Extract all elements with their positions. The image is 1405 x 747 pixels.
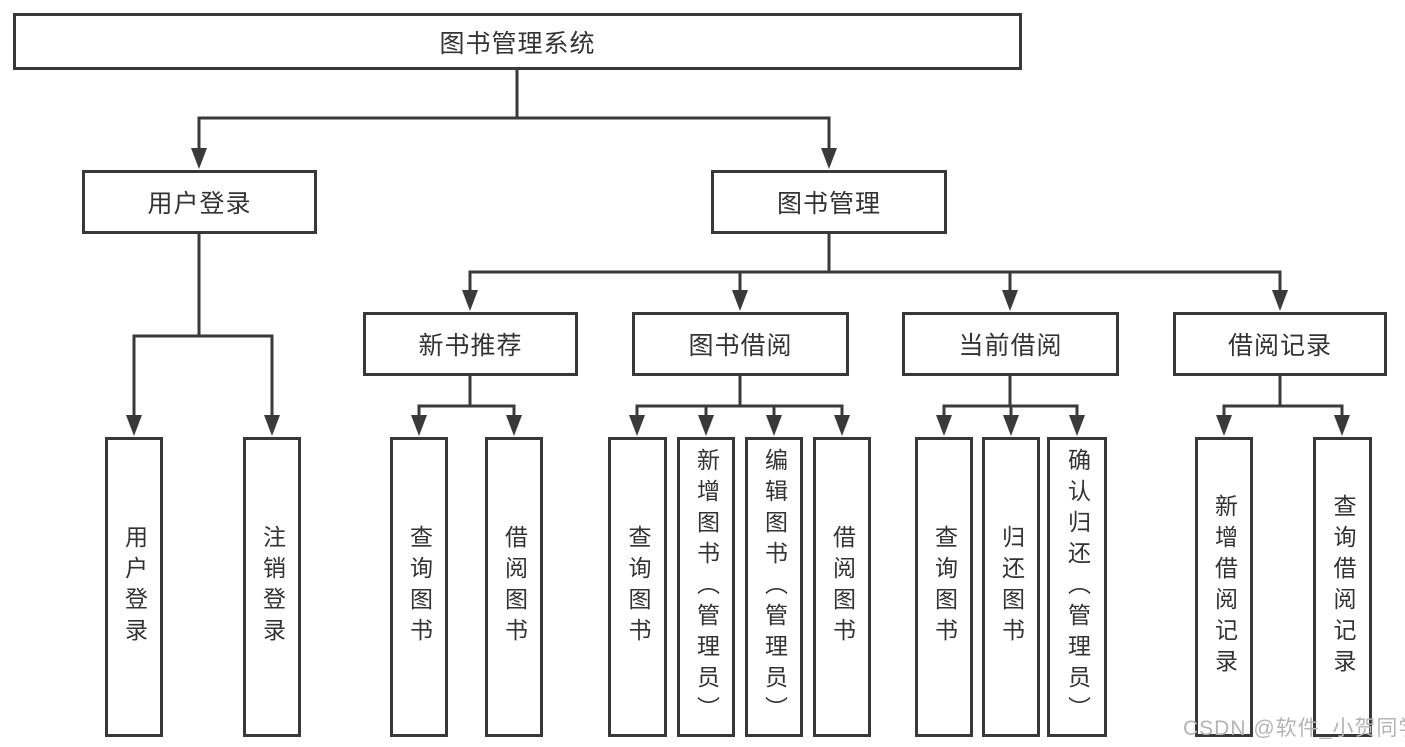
leaf-label: 借阅图书 [829,525,856,649]
branch-new-book-recommend [411,376,522,436]
arrowhead [126,415,142,436]
leaf-label: 新增图书（管理员） [693,447,720,727]
arrowhead [732,290,748,311]
node-label: 借阅记录 [1227,332,1332,360]
leaf-add-borrowing-record: 新增借阅记录 [1195,437,1253,737]
branch-root [191,70,837,169]
branch-current-borrowing [936,376,1085,436]
node-label: 新书推荐 [418,332,523,360]
branch-user-login [126,234,280,436]
node-label: 图书借阅 [688,332,793,360]
arrowhead [506,415,522,436]
leaf-add-books-admin: 新增图书（管理员） [677,437,735,737]
branch-book-borrowing [629,376,850,436]
node-label: 当前借阅 [958,332,1063,360]
leaf-label: 归还图书 [998,525,1025,649]
leaf-query-borrowing-record: 查询借阅记录 [1313,437,1372,737]
node-new-book-recommend: 新书推荐 [363,312,578,376]
node-label: 图书管理系统 [439,29,596,58]
leaf-user-login: 用户登录 [105,437,163,737]
leaf-label: 查询图书 [625,525,651,649]
leaf-label: 借阅图书 [501,525,528,649]
leaf-label: 确认归还（管理员） [1064,447,1091,727]
leaf-label: 注销登录 [259,525,286,649]
leaf-label: 编辑图书（管理员） [761,447,788,727]
arrowhead [1069,415,1085,436]
leaf-logout: 注销登录 [243,437,301,737]
node-borrowing-records: 借阅记录 [1173,312,1387,376]
node-label: 图书管理 [776,190,881,218]
leaf-label: 查询图书 [931,525,958,649]
arrowhead [462,290,478,311]
branch-borrowing-records [1216,376,1350,436]
leaf-edit-books-admin: 编辑图书（管理员） [745,437,803,737]
leaf-label: 用户登录 [121,525,148,649]
branch-book-management [462,234,1288,311]
arrowhead [834,415,850,436]
arrowhead [936,415,952,436]
arrowhead [821,148,837,169]
leaf-query-books-current: 查询图书 [915,437,973,737]
arrowhead [1216,415,1232,436]
leaf-label: 查询图书 [406,525,433,649]
node-book-borrowing: 图书借阅 [632,312,849,376]
node-current-borrowing: 当前借阅 [902,312,1119,376]
leaf-query-books-recommend: 查询图书 [390,437,448,737]
watermark: CSDN @软件_小贺同学 [1183,717,1405,740]
arrowhead [411,415,427,436]
node-library-management-system: 图书管理系统 [13,13,1022,70]
arrowhead [191,148,207,169]
leaf-label: 新增借阅记录 [1211,494,1238,680]
node-user-login: 用户登录 [82,170,317,234]
node-book-management: 图书管理 [711,170,947,234]
leaf-query-books-borrowing: 查询图书 [608,437,667,737]
arrowhead [629,415,645,436]
leaf-borrow-books-borrowing: 借阅图书 [813,437,871,737]
arrowhead [264,415,280,436]
arrowhead [1272,290,1288,311]
leaf-confirm-return-admin: 确认归还（管理员） [1047,437,1107,737]
arrowhead [766,415,782,436]
leaf-borrow-books-recommend: 借阅图书 [485,437,543,737]
leaf-label: 查询借阅记录 [1330,494,1356,680]
arrowhead [1002,290,1018,311]
arrowhead [1334,415,1350,436]
leaf-return-books: 归还图书 [982,437,1040,737]
node-label: 用户登录 [147,190,252,218]
arrowhead [698,415,714,436]
arrowhead [1003,415,1019,436]
